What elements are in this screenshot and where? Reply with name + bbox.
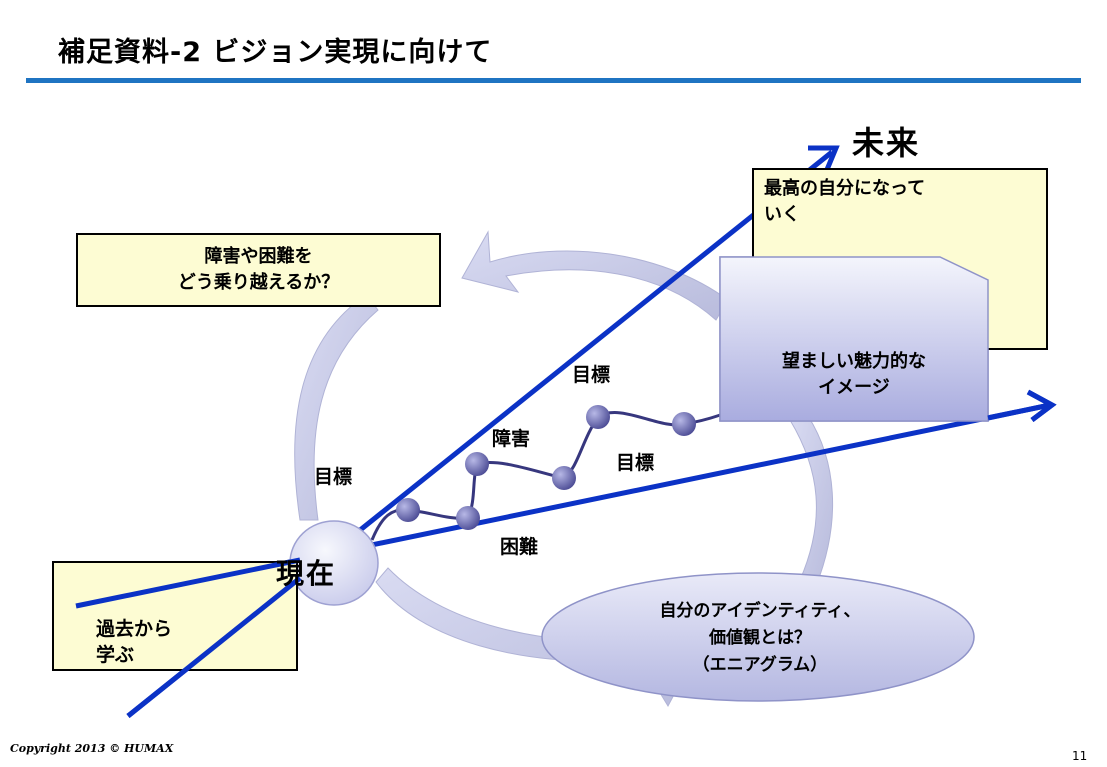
- cycle-arc-left: [294, 294, 379, 521]
- obstacle-label: 障害: [492, 428, 531, 450]
- cycle-arrow-upper: [461, 230, 729, 321]
- slide-title: 補足資料-2 ビジョン実現に向けて: [58, 37, 493, 68]
- past-learning-text: 過去から 学ぶ: [96, 618, 173, 666]
- copyright-notice: Copyright 2013 © HUMAX: [10, 742, 174, 755]
- desired-image-line: イメージ: [818, 377, 890, 398]
- journey-node: [465, 452, 489, 476]
- difficulty-label: 困難: [500, 536, 539, 558]
- goal-label-right: 目標: [616, 452, 655, 474]
- journey-node: [396, 498, 420, 522]
- identity-ellipse: [541, 572, 975, 702]
- journey-node: [552, 466, 576, 490]
- title-underline: [26, 78, 1081, 83]
- desired-image-text-block: 望ましい魅力的な イメージ: [720, 257, 988, 421]
- goal-label-left: 目標: [314, 466, 353, 488]
- page-number: 11: [1072, 749, 1088, 763]
- goal-label-upper: 目標: [572, 364, 611, 386]
- vision-arrowhead: [808, 145, 840, 173]
- journey-node: [586, 405, 610, 429]
- future-label: 未来: [852, 124, 921, 162]
- obstacle-question-box: 障害や困難を どう乗り越えるか？: [76, 233, 441, 307]
- identity-text: 自分のアイデンティティ、 価値観とは？ （エニアグラム）: [659, 601, 861, 675]
- desired-image-line: 望ましい魅力的な: [782, 351, 926, 372]
- journey-node: [672, 412, 696, 436]
- past-learning-box: [52, 561, 298, 671]
- now-label: 現在: [276, 557, 337, 590]
- journey-node: [456, 506, 480, 530]
